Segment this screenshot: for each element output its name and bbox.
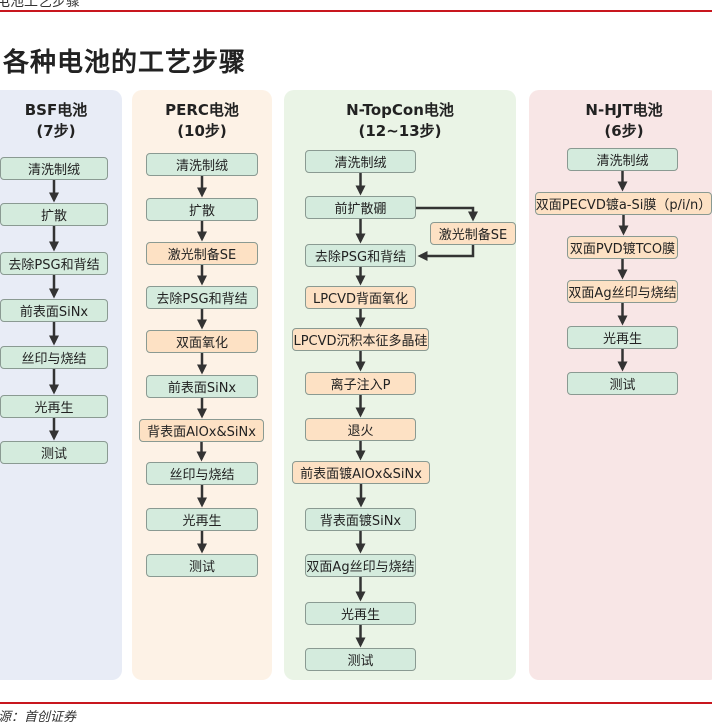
step-box: 双面PECVD镀a-Si膜（p/i/n）	[535, 192, 712, 215]
source-note: 源：首创证券	[0, 710, 77, 725]
step-box: 测试	[305, 648, 416, 671]
step-box: 前表面镀AlOx&SiNx	[292, 461, 430, 484]
step-box: 去除PSG和背结	[305, 244, 416, 267]
step-box: 测试	[146, 554, 258, 577]
step-count: (10步)	[177, 122, 227, 140]
step-box: 退火	[305, 418, 416, 441]
step-box: 清洗制绒	[305, 150, 416, 173]
footer-divider	[0, 702, 712, 704]
step-box: 前表面SiNx	[0, 299, 108, 322]
step-box: 背表面AlOx&SiNx	[139, 419, 264, 442]
flow-arrow	[417, 245, 475, 261]
step-box: LPCVD背面氧化	[305, 286, 416, 309]
step-box: 扩散	[146, 198, 258, 221]
panel-title: N-TopCon电池 (12~13步)	[284, 100, 516, 142]
step-box: 背表面镀SiNx	[305, 508, 416, 531]
step-box: 清洗制绒	[0, 157, 108, 180]
step-box: 双面PVD镀TCO膜	[567, 236, 678, 259]
step-count: (12~13步)	[358, 122, 442, 140]
step-box: 测试	[567, 372, 678, 395]
step-box: 离子注入P	[305, 372, 416, 395]
cell-name: N-TopCon电池	[346, 101, 454, 119]
step-box: 光再生	[567, 326, 678, 349]
cell-name: N-HJT电池	[585, 101, 663, 119]
step-count: (7步)	[36, 122, 76, 140]
header-text: 电池工艺步骤	[0, 0, 80, 10]
step-box: 去除PSG和背结	[0, 252, 108, 275]
step-box: 光再生	[146, 508, 258, 531]
step-box: 清洗制绒	[567, 148, 678, 171]
step-box: 前扩散硼	[305, 196, 416, 219]
step-box: 双面Ag丝印与烧结	[305, 554, 416, 577]
header-divider	[0, 10, 712, 12]
step-box: 丝印与烧结	[0, 346, 108, 369]
page-title: 各种电池的工艺步骤	[3, 48, 247, 78]
step-box: 前表面SiNx	[146, 375, 258, 398]
panel-title: PERC电池 (10步)	[132, 100, 272, 142]
panel-0: BSF电池 (7步)	[0, 90, 122, 680]
step-box: 清洗制绒	[146, 153, 258, 176]
step-box: 扩散	[0, 203, 108, 226]
cell-name: BSF电池	[24, 101, 88, 119]
step-box: 双面Ag丝印与烧结	[567, 280, 678, 303]
step-box: 测试	[0, 441, 108, 464]
step-box: 激光制备SE	[146, 242, 258, 265]
panel-title: BSF电池 (7步)	[0, 100, 122, 142]
step-box: 光再生	[305, 602, 416, 625]
step-box: 去除PSG和背结	[146, 286, 258, 309]
side-step-box: 激光制备SE	[430, 222, 516, 245]
step-count: (6步)	[604, 122, 644, 140]
flow-arrow	[416, 206, 478, 222]
cell-name: PERC电池	[165, 101, 239, 119]
step-box: LPCVD沉积本征多晶硅	[292, 328, 429, 351]
step-box: 丝印与烧结	[146, 462, 258, 485]
panel-title: N-HJT电池 (6步)	[529, 100, 712, 142]
step-box: 双面氧化	[146, 330, 258, 353]
step-box: 光再生	[0, 395, 108, 418]
